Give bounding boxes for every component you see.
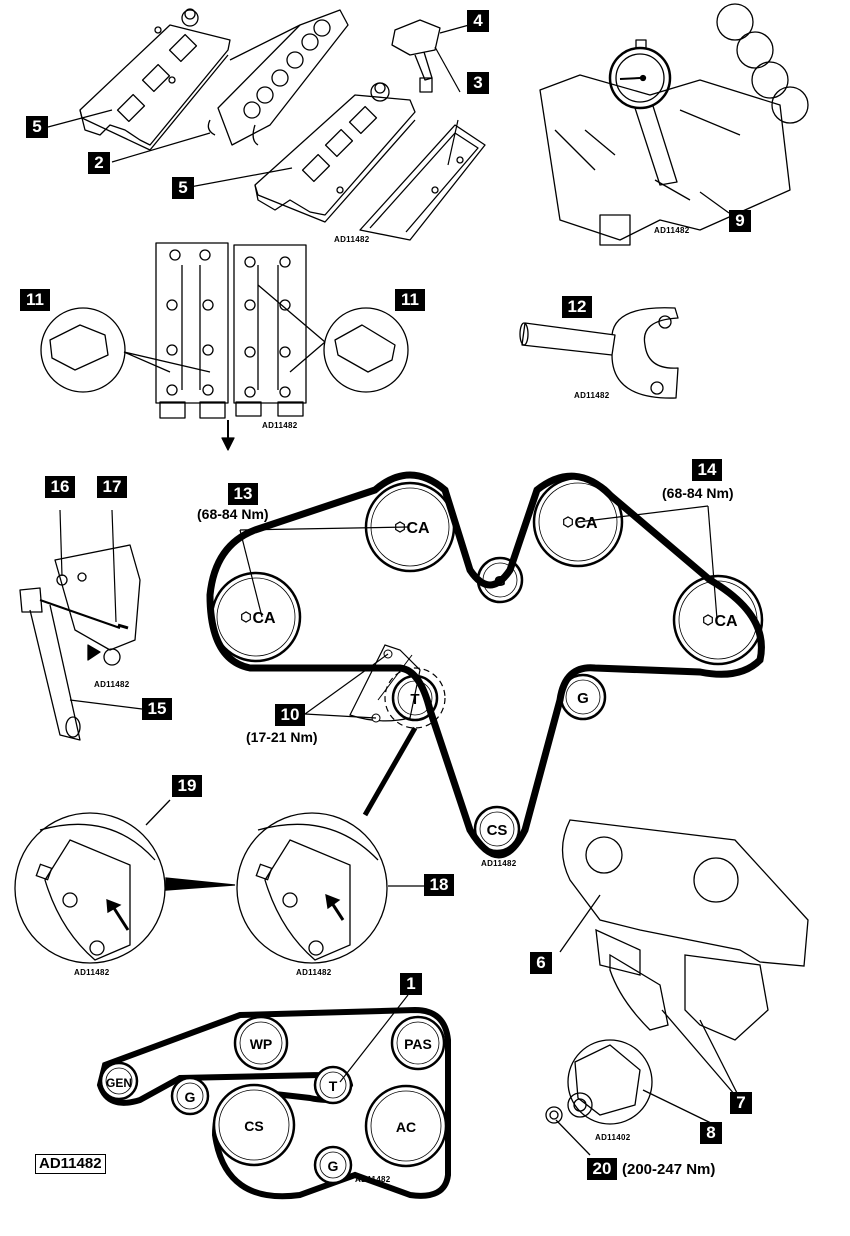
callout-16: 16 [45,476,75,498]
pulley-label: AC [396,1119,416,1135]
pulley-label: G [185,1089,196,1105]
callout-1: 1 [400,973,422,995]
pulley-g-left: G [170,1076,210,1116]
pulley-label: G [577,690,589,707]
valve-cover-left [79,8,231,151]
pulley-label: GEN [106,1076,132,1090]
ref-valve-covers: AD11482 [334,235,370,244]
torque-20: (200-247 Nm) [622,1161,716,1178]
tensioner-detail [14,799,424,964]
callout-20: 20 [587,1158,617,1180]
ref-timing-belt: AD11482 [481,859,517,868]
callout-15: 15 [142,698,172,720]
pulley-label: CA [406,520,430,537]
pulley-label: WP [250,1036,273,1052]
pulley-t: T [313,1065,353,1105]
ref-tensioner-18: AD11482 [296,968,332,977]
pulley-g-bottom: G [313,1145,353,1185]
pulley-wp: WP [233,1015,289,1071]
callout-2: 2 [88,152,110,174]
pulley-label: CA [252,610,276,627]
torque-13: (68-84 Nm) [197,506,269,522]
callout-11-left: 11 [20,289,50,311]
hex-bolt-icon [703,614,713,626]
torque-14: (68-84 Nm) [662,485,734,501]
ignition-coil [391,19,441,93]
tensioner-adjust-tool [19,544,141,741]
ref-aux-belt: AD11482 [355,1175,391,1184]
ref-tensioner-19: AD11482 [74,968,110,977]
callout-12: 12 [562,296,592,318]
callout-13: 13 [228,483,258,505]
callout-11-right: 11 [395,289,425,311]
callout-5-center: 5 [172,177,194,199]
callout-19: 19 [172,775,202,797]
pulley-crankshaft: CS [473,805,521,853]
ref-tensioner-tool: AD11482 [94,680,130,689]
callout-9: 9 [729,210,751,232]
hex-bolt-icon [241,611,251,623]
pulley-label: CA [714,613,738,630]
pulley-label: T [410,691,419,708]
pulley-ac: AC [364,1084,448,1168]
callout-18: 18 [424,874,454,896]
camshaft-locking-tool [519,307,679,399]
tensioner-detail-19 [14,812,166,964]
ref-covers: AD11402 [595,1133,631,1142]
ref-tool-12: AD11482 [574,391,610,400]
torque-10: (17-21 Nm) [246,729,318,745]
pulley-label: CS [487,822,508,839]
pulley-label: CS [244,1118,263,1134]
ref-cam-caps: AD11482 [262,421,298,430]
pulley-label: T [329,1078,338,1094]
callout-5-left: 5 [26,116,48,138]
callout-4: 4 [467,10,489,32]
engine-cover-strip [359,124,486,241]
leader-lines [47,21,730,710]
tensioner-detail-18 [236,812,388,964]
cam-caps-diagram [40,242,409,451]
pulley-cs: CS [212,1083,296,1167]
pulley-label: CA [574,515,598,532]
aux-belt-diagram: GEN WP PAS G T CS AC G [96,994,451,1200]
pulley-ca-right: CA [672,574,764,666]
pulley-label: G [328,1158,339,1174]
callout-6: 6 [530,952,552,974]
callout-17: 17 [97,476,127,498]
pulley-label: PAS [404,1036,432,1052]
pulley-pas: PAS [390,1015,446,1071]
callout-10: 10 [275,704,305,726]
ref-boxed: AD11482 [35,1154,106,1174]
pulley-ca-top-left: CA [364,481,456,573]
pulley-ca-left: CA [210,571,302,663]
callout-14: 14 [692,459,722,481]
coil-pack [207,9,349,146]
timing-belt [206,471,765,859]
pulley-gen: GEN [99,1061,139,1101]
callout-3: 3 [467,72,489,94]
hex-bolt-icon [563,516,573,528]
callout-7: 7 [730,1092,752,1114]
callout-8: 8 [700,1122,722,1144]
pulley-g-lower: G [559,673,607,721]
ref-dial-gauge: AD11482 [654,226,690,235]
tensioner-bracket [349,644,421,722]
timing-covers [545,819,809,1156]
dial-gauge-assembly [539,3,809,246]
valve-cover-center [254,82,416,223]
